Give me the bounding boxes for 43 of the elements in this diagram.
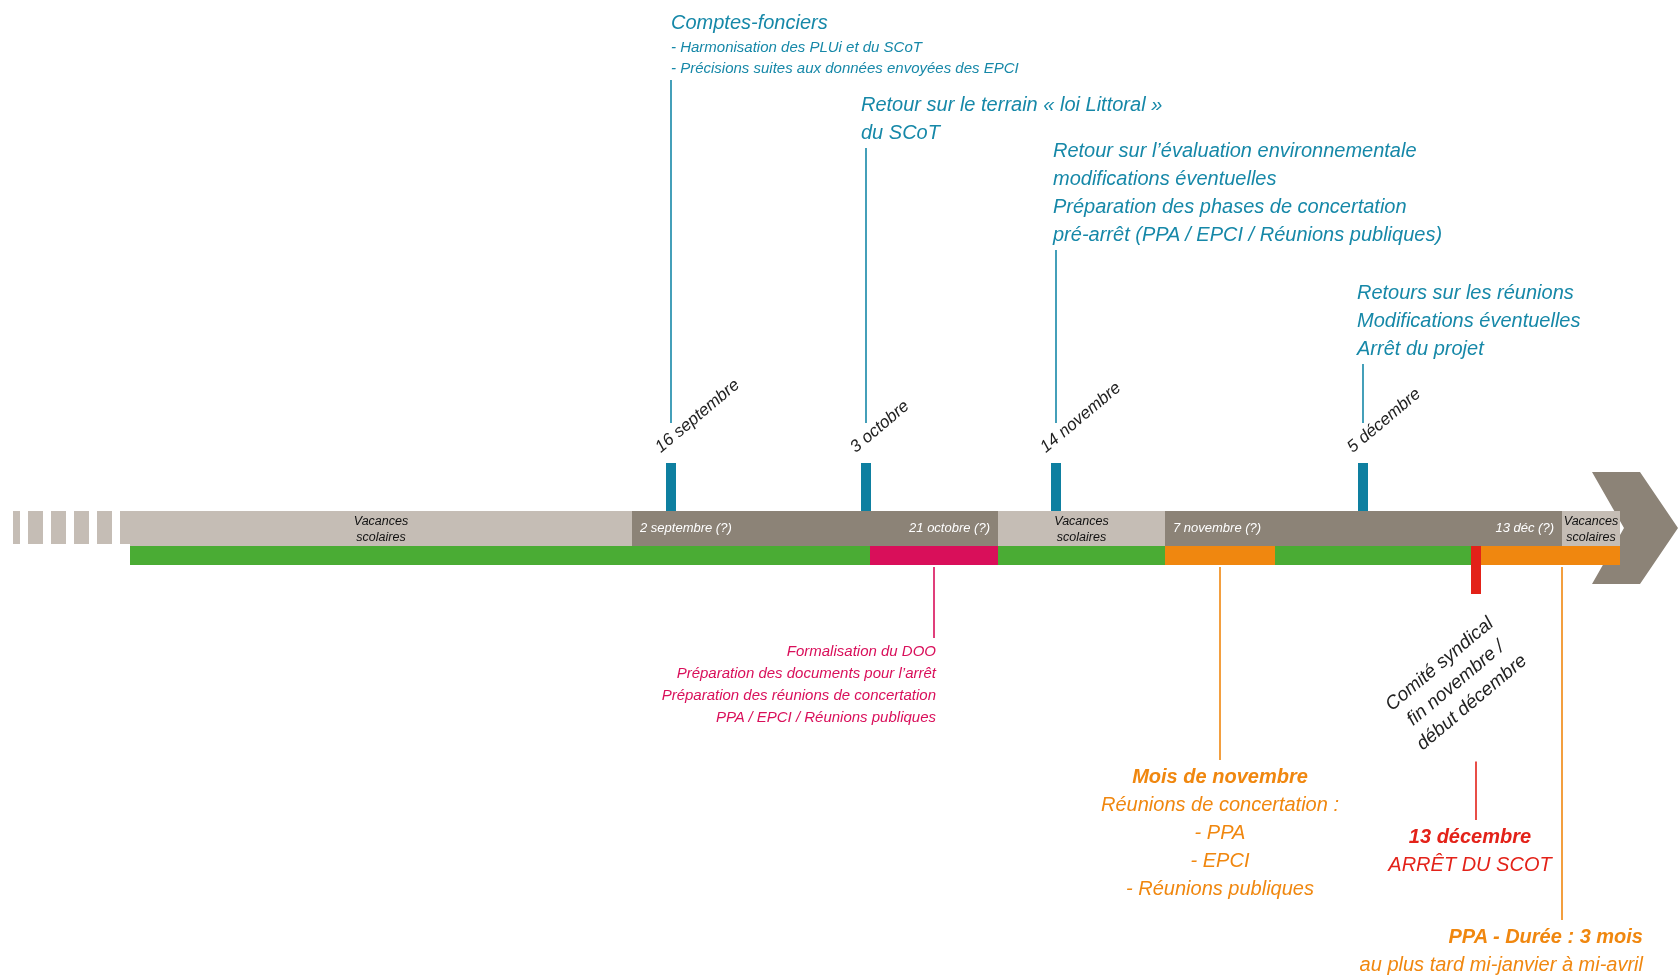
annotation-line: - PPA [1193, 820, 1247, 845]
annotation-line: Retours sur les réunions [1357, 280, 1575, 305]
holiday-segment: Vacances scolaires [1562, 511, 1620, 546]
annotation-heading: Mois de novembre [1131, 764, 1309, 789]
leader-line [670, 79, 672, 424]
annotation-line: - EPCI [1189, 848, 1251, 873]
leader-line [1362, 363, 1364, 424]
annotation-heading: PPA - Durée : 3 mois [1447, 924, 1643, 949]
annotation-line: Arrêt du projet [1357, 336, 1486, 361]
annotation-line: Préparation des phases de concertation [1053, 194, 1408, 219]
date-label: 7 novembre (?) [1173, 520, 1262, 535]
annotation-line: au plus tard mi-janvier à mi-avril [1359, 952, 1643, 977]
annotation-line: Réunions de concertation : [1100, 792, 1340, 817]
annotation-line: - Harmonisation des PLUi et du SCoT [671, 37, 924, 57]
annotation-heading: 13 décembre [1407, 824, 1533, 849]
annotation-line: Préparation des documents pour l’arrêt [675, 663, 936, 683]
holiday-segment: Vacances scolaires [130, 511, 632, 546]
leader-line [1475, 760, 1477, 821]
annotation-line: pré-arrêt (PPA / EPCI / Réunions publiques) [1053, 222, 1443, 247]
period-bar [1471, 546, 1481, 594]
leader-line [933, 566, 935, 639]
annotation-line: modifications éventuelles [1053, 166, 1278, 191]
date-label: 21 octobre (?) [909, 520, 990, 535]
annotation-line: ARRÊT DU SCOT [1386, 852, 1554, 877]
leader-line [1219, 566, 1221, 761]
date-label: 2 septembre (?) [640, 520, 732, 535]
leader-line [1055, 249, 1057, 424]
annotation-heading: Comptes-fonciers [671, 10, 829, 35]
leader-line [865, 147, 867, 424]
annotation-line: Modifications éventuelles [1357, 308, 1581, 333]
holiday-segment: Vacances scolaires [998, 511, 1165, 546]
annotation-line: - Réunions publiques [1125, 876, 1315, 901]
leader-line [1561, 566, 1563, 921]
annotation-line: - Précisions suites aux données envoyées des EPCI [671, 58, 1019, 78]
period-bar [870, 546, 998, 565]
annotation-line: Formalisation du DOO [785, 641, 936, 661]
annotation-line: PPA / EPCI / Réunions publiques [714, 707, 936, 727]
annotation-line: Préparation des réunions de concertation [661, 685, 936, 705]
bar-segment [1165, 511, 1562, 546]
period-bar [1481, 546, 1620, 565]
date-label: 13 déc (?) [1495, 520, 1554, 535]
period-bar [1165, 546, 1275, 565]
bar-segment [632, 511, 998, 546]
